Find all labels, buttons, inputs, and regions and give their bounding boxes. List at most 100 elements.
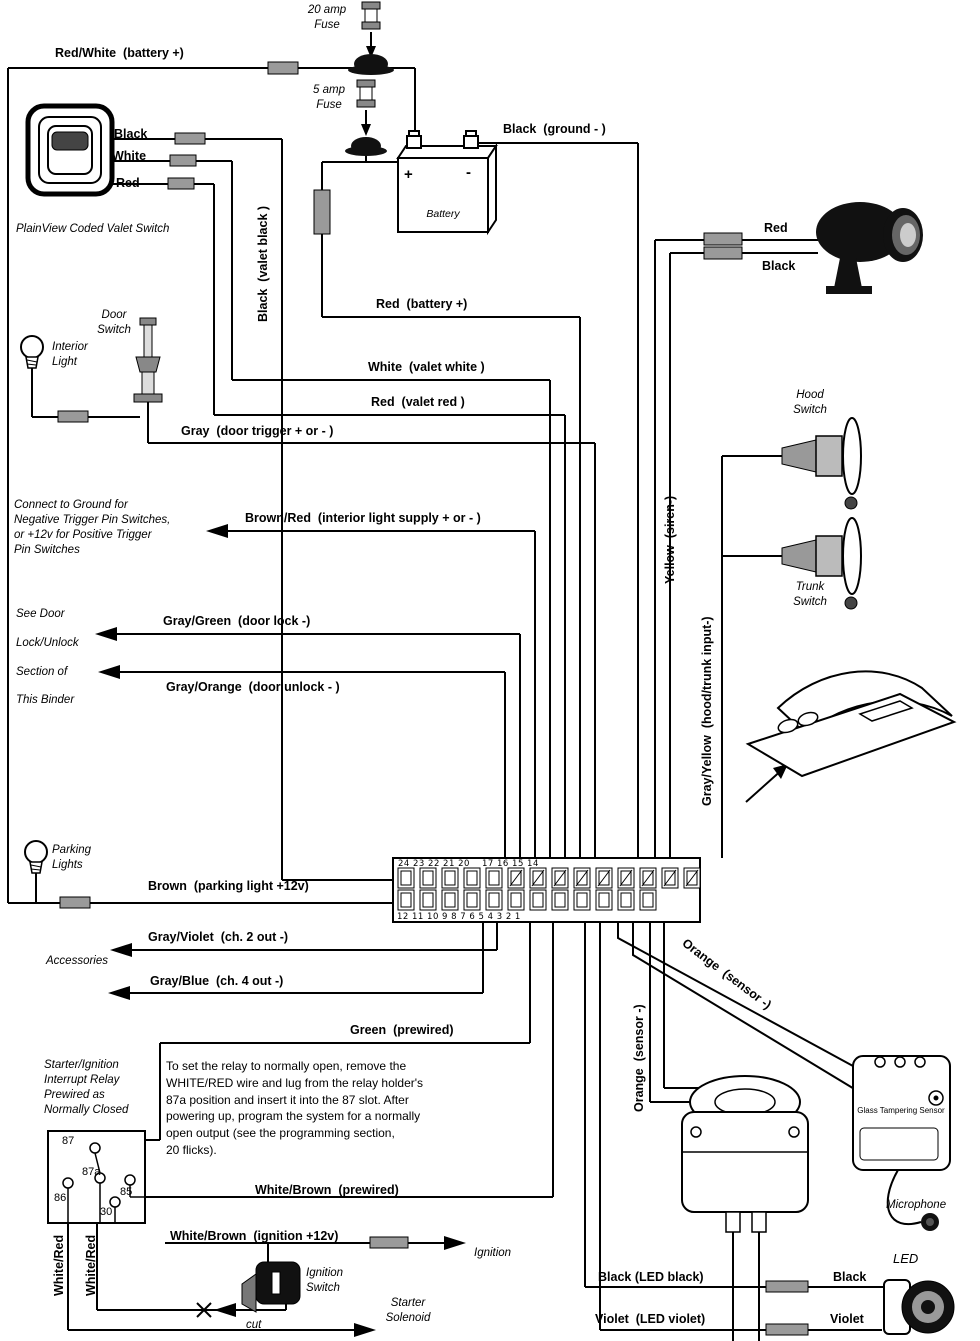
relay-pin-85: 85	[120, 1186, 133, 1198]
valet-switch-graphic	[25, 103, 115, 197]
siren-red-label: Red	[764, 221, 788, 235]
arrow-ch2-icon	[110, 943, 132, 957]
arrowheads	[95, 46, 788, 1337]
gray-orange-unlock-label: Gray/Orange (door unlock - )	[166, 680, 340, 694]
arrow-ch4-icon	[108, 986, 130, 1000]
valet-switch-caption: PlainView Coded Valet Switch	[16, 223, 170, 235]
battery-plus-label: +	[404, 166, 413, 183]
door-switch-label: Door Switch	[97, 309, 131, 336]
orange-sensor-label-2: Orange (sensor -)	[632, 1004, 646, 1112]
wire-bottom-left	[8, 872, 554, 1331]
wire-triggers	[31, 368, 596, 858]
black-ground-label: Black (ground - )	[503, 122, 606, 136]
brown-parking-label: Brown (parking light +12v)	[148, 879, 309, 893]
accessories-label: Accessories	[46, 955, 108, 967]
relay-instructions: To set the relay to normally open, remov…	[166, 1059, 424, 1157]
arrow-fuse5-icon	[361, 124, 371, 136]
glass-sensor-graphic	[852, 1055, 951, 1171]
white-valet-label: White (valet white )	[368, 360, 485, 374]
wire-cut-x	[196, 1302, 212, 1318]
ignition-label: Ignition	[474, 1247, 512, 1259]
parking-lights-label: Parking Lights	[52, 844, 91, 871]
door-switch-icon	[133, 317, 163, 403]
hood-switch-icon	[781, 417, 862, 510]
violet-led-short-label: Violet	[830, 1312, 864, 1326]
battery-graphic	[396, 130, 498, 236]
fuse-20-label: 20 amp Fuse	[307, 4, 347, 31]
fuse-20-icon	[361, 1, 381, 30]
relay-pin-87a: 87a	[82, 1166, 101, 1178]
wire-led-sensors	[584, 922, 884, 1341]
grommet-lower-icon	[345, 137, 387, 156]
gray-violet-ch2-label: Gray/Violet (ch. 2 out -)	[148, 930, 289, 944]
trunk-switch-icon	[781, 517, 862, 610]
starter-solenoid-label: Starter Solenoid	[385, 1297, 431, 1324]
brown-red-interior-label: Brown/Red (interior light supply + or - …	[245, 511, 481, 525]
connector-valet-black	[174, 132, 206, 145]
valet-white-label: White	[112, 149, 147, 163]
gray-green-lock-label: Gray/Green (door lock -)	[163, 614, 311, 628]
violet-led-label: Violet (LED violet)	[595, 1312, 706, 1326]
white-red-label-1: White/Red	[52, 1234, 66, 1296]
connector-led-black	[765, 1280, 809, 1293]
connector-battery-feed	[313, 189, 331, 235]
red-white-battery-label: Red/White (battery +)	[55, 46, 184, 60]
gray-yellow-hood-trunk-label: Gray/Yellow (hood/trunk input-)	[700, 616, 714, 806]
relay-label: Starter/Ignition Interrupt Relay Prewire…	[44, 1059, 129, 1116]
remote-transmitter-graphic	[745, 670, 957, 778]
trigger-note: Connect to Ground for Negative Trigger P…	[14, 499, 171, 556]
glass-sensor-label: Glass Tampering Sensor	[857, 1106, 945, 1115]
siren-graphic	[816, 202, 923, 294]
red-valet-label: Red (valet red )	[371, 395, 465, 409]
parking-light-icon	[24, 840, 48, 874]
led-icon	[883, 1279, 955, 1335]
connector-led-violet	[765, 1323, 809, 1336]
arrow-interior-supply-icon	[206, 524, 228, 538]
arrow-door-lock-icon	[95, 627, 117, 641]
interior-light-label: Interior Light	[52, 341, 88, 368]
connector-parking	[59, 896, 91, 909]
hood-switch-label: Hood Switch	[793, 389, 827, 416]
relay-pin-86: 86	[54, 1192, 67, 1204]
connector-valet-white	[169, 154, 197, 167]
black-led-label: Black (LED black)	[598, 1270, 704, 1284]
wire-main-power	[7, 32, 639, 903]
red-battery-label: Red (battery +)	[376, 297, 468, 311]
relay-pin-30: 30	[100, 1206, 113, 1218]
fuse-holder	[267, 61, 299, 75]
binder-note: See Door Lock/Unlock Section of This Bin…	[16, 608, 79, 707]
wire-valet	[112, 138, 566, 881]
battery-minus-label: -	[466, 164, 471, 181]
relay-pin-87: 87	[62, 1135, 75, 1147]
gray-door-trigger-label: Gray (door trigger + or - )	[181, 424, 334, 438]
main-connector-block	[392, 857, 701, 923]
grommet-top-icon	[348, 54, 394, 75]
trunk-switch-label: Trunk Switch	[793, 581, 827, 608]
inline-connectors	[57, 61, 809, 1336]
fuse-5-icon	[356, 79, 376, 108]
wire-microphone	[886, 1169, 922, 1225]
relay-graphic	[47, 1130, 146, 1224]
white-red-label-2: White/Red	[84, 1234, 98, 1296]
connector-ignition-12v	[369, 1236, 409, 1249]
black-valet-black-label: Black (valet black )	[256, 205, 270, 322]
wires	[7, 32, 922, 1341]
ignition-switch-label: Ignition Switch	[306, 1267, 344, 1294]
fuse-5-label: 5 amp Fuse	[313, 84, 345, 111]
gray-blue-ch4-label: Gray/Blue (ch. 4 out -)	[150, 974, 284, 988]
shock-sensor-graphic	[681, 1075, 809, 1233]
led-label: LED	[893, 1251, 919, 1266]
connector-siren-black	[703, 246, 743, 260]
interior-light-icon	[20, 335, 44, 369]
connector-top-numbers-left: 24 23 22 21 20	[398, 859, 470, 869]
connector-interior-light	[57, 410, 89, 423]
microphone-icon	[921, 1213, 939, 1231]
siren-black-label: Black	[762, 259, 796, 273]
white-brown-prewired-label: White/Brown (prewired)	[255, 1183, 399, 1197]
connector-bottom-numbers: 12 11 10 9 8 7 6 5 4 3 2 1	[397, 912, 521, 922]
yellow-siren-label: Yellow (siren-)	[663, 495, 677, 584]
battery-label: Battery	[426, 208, 460, 220]
connector-valet-red	[167, 177, 195, 190]
